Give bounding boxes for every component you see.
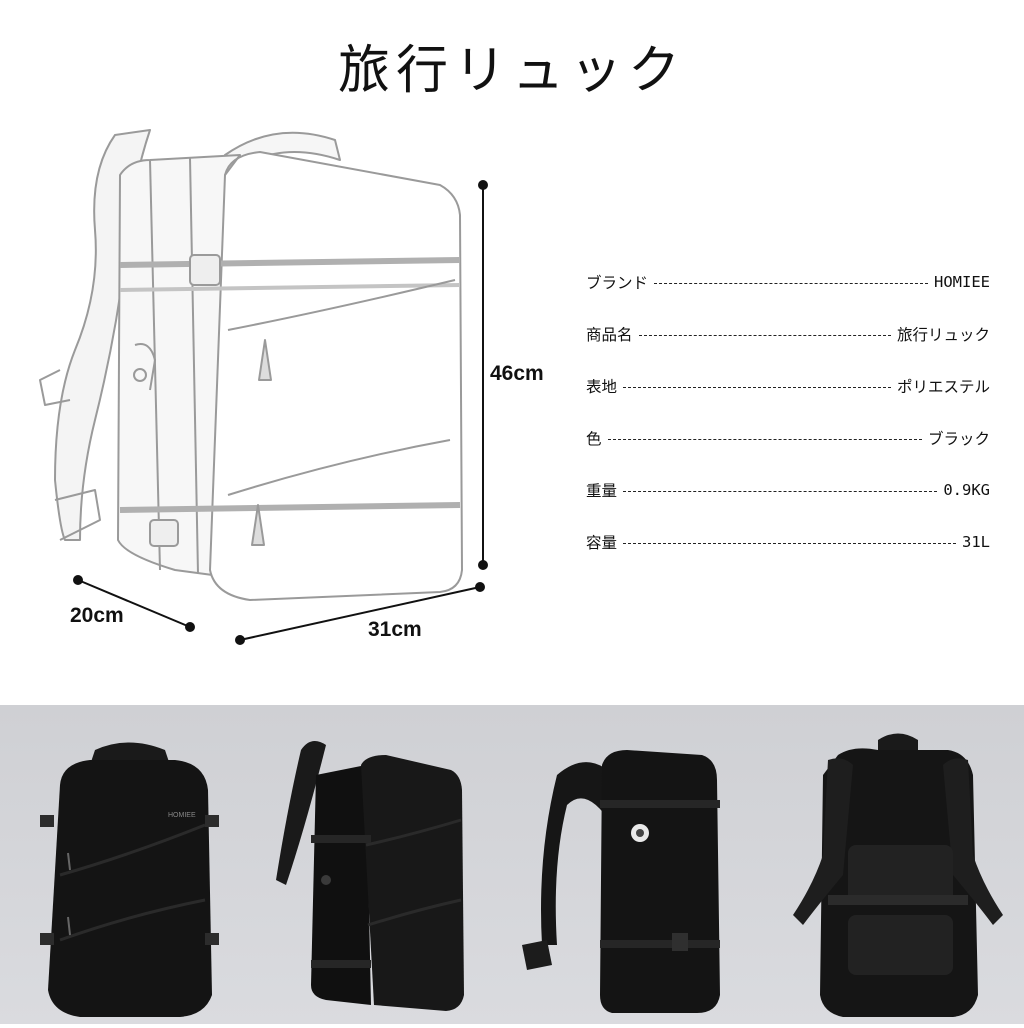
- spec-row-color: 色 ブラック: [586, 412, 990, 464]
- height-label: 46cm: [490, 362, 544, 385]
- dimension-diagram: 46cm 20cm 31cm: [0, 100, 560, 660]
- depth-label: 20cm: [70, 604, 124, 627]
- brand-logo: HOMIEE: [168, 812, 196, 819]
- spec-label: 容量: [586, 534, 618, 552]
- width-label: 31cm: [368, 618, 422, 641]
- spec-value: 旅行リュック: [896, 326, 990, 344]
- spec-label: 色: [586, 430, 602, 448]
- dash-leader: [607, 438, 922, 440]
- spec-row-weight: 重量 0.9KG: [586, 464, 990, 516]
- photo-back-view: [768, 705, 1024, 1024]
- spec-row-product: 商品名 旅行リュック: [586, 308, 990, 360]
- product-gallery: HOMIEE: [0, 705, 1024, 1024]
- spec-list: ブランド HOMIEE 商品名 旅行リュック 表地 ポリエステル 色 ブラック …: [586, 256, 990, 568]
- dash-leader: [623, 386, 891, 388]
- photo-side-view: [512, 705, 768, 1024]
- spec-row-material: 表地 ポリエステル: [586, 360, 990, 412]
- photo-three-quarter-view: [256, 705, 512, 1024]
- spec-value: HOMIEE: [934, 273, 990, 291]
- dash-leader: [654, 282, 928, 284]
- spec-label: 重量: [586, 482, 618, 500]
- backpack-sketch: [39, 129, 488, 645]
- spec-label: ブランド: [586, 274, 649, 292]
- spec-label: 商品名: [586, 326, 633, 344]
- spec-value: 31L: [962, 533, 990, 551]
- spec-value: 0.9KG: [943, 481, 990, 499]
- spec-value: ポリエステル: [896, 378, 990, 396]
- spec-row-brand: ブランド HOMIEE: [586, 256, 990, 308]
- spec-label: 表地: [586, 378, 618, 396]
- spec-row-capacity: 容量 31L: [586, 516, 990, 568]
- spec-value: ブラック: [927, 430, 990, 448]
- dash-leader: [623, 542, 956, 544]
- dash-leader: [638, 334, 891, 336]
- photo-front-view: HOMIEE: [0, 705, 256, 1024]
- page-title: 旅行リュック: [337, 41, 686, 101]
- dash-leader: [623, 490, 938, 492]
